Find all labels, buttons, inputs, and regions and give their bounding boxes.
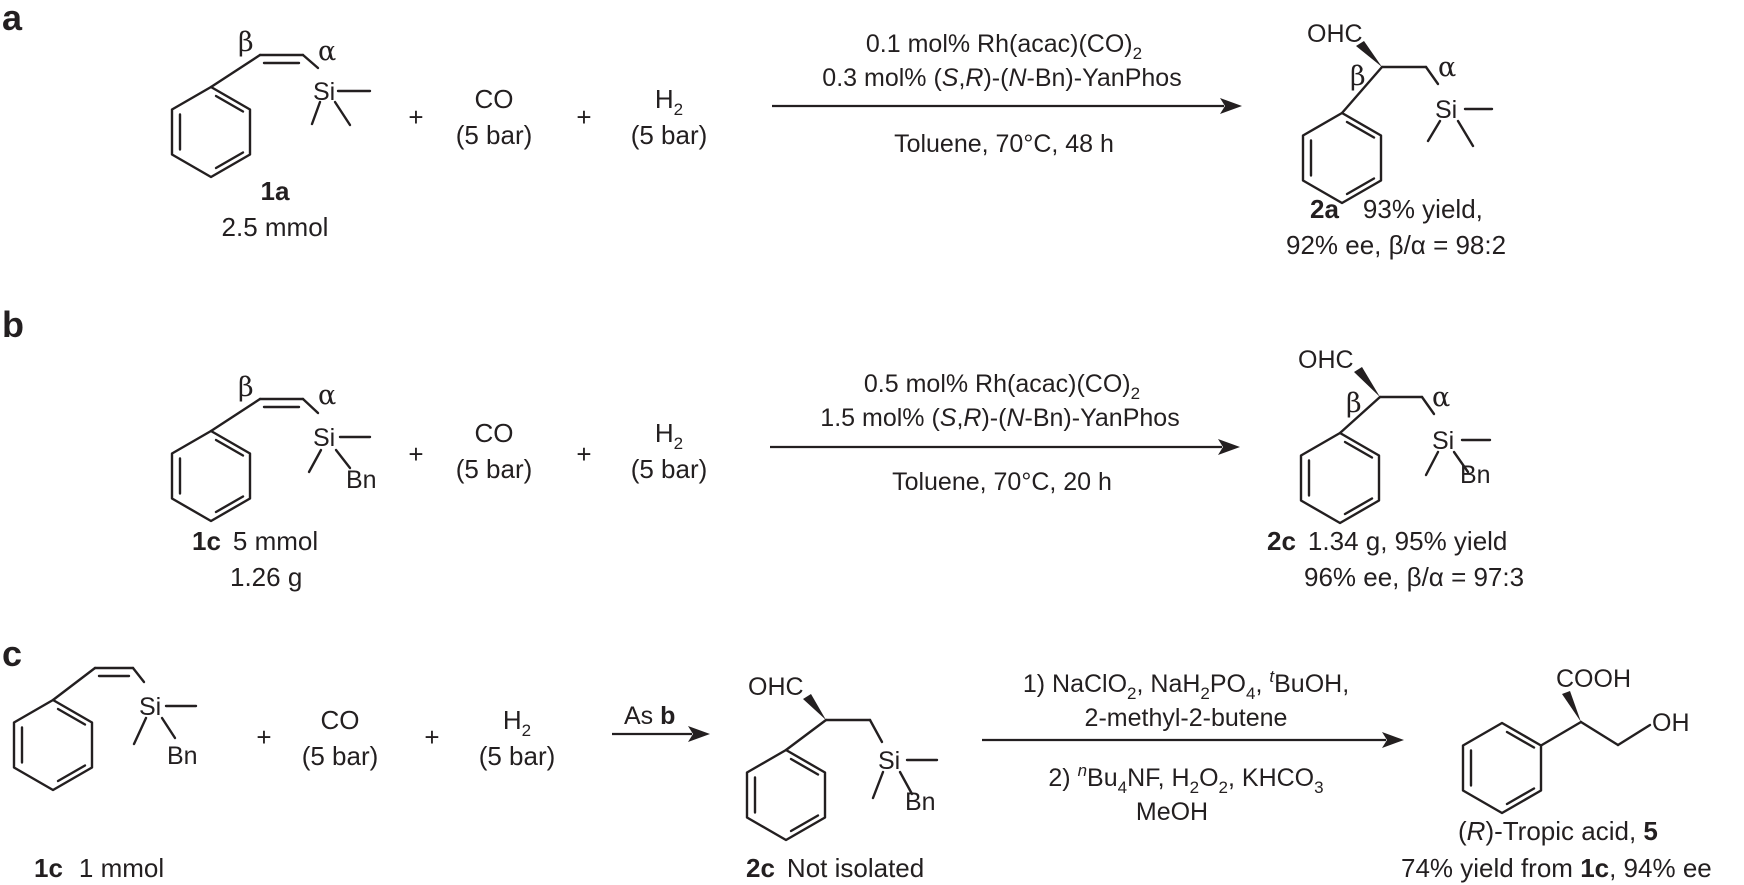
silicon-atom: Si [878,747,900,775]
benzene-ring [170,85,252,179]
co-label: CO [321,705,360,735]
aldehyde-2c-structure: OHC Si Bn [745,673,939,842]
alpha-label: α [1438,52,1456,83]
hydroxyl-group: OH [1652,709,1690,737]
aldehyde-2a-structure: OHC β α Si [1301,20,1494,205]
plus-sign: + [256,722,271,752]
formyl-group: OHC [1298,346,1354,374]
oxidation-additive: 2-methyl-2-butene [1085,704,1288,732]
panel-b-letter: b [2,304,24,345]
benzene-ring [170,429,252,523]
h2-label: H2 [655,84,683,119]
oxidation-conditions: 1) NaClO2, NaH2PO4, tBuOH, [1023,667,1349,703]
h2-pressure: (5 bar) [479,741,556,771]
silicon-atom: Si [313,424,335,452]
aldehyde-2c-structure: OHC β α Si Bn [1298,346,1492,525]
panel-a: a β α Si 1a 2.5 mmol + CO (5 bar) + H2 (… [2,0,1506,260]
sm-amount: 2.5 mmol [222,212,329,242]
reaction-arrow [770,439,1240,455]
formyl-group: OHC [748,673,804,701]
alpha-label: α [318,36,336,67]
plus-sign: + [576,102,591,132]
vinylsilane-1c-structure: Si Bn [12,666,198,792]
plus-sign: + [408,102,423,132]
benzyl-group: Bn [167,742,198,770]
catalyst-loading: 0.1 mol% Rh(acac)(CO)2 [866,30,1142,63]
formyl-group: OHC [1307,20,1363,48]
beta-label: β [1350,61,1366,92]
reaction-arrow [612,726,710,742]
beta-label: β [238,372,254,403]
product-2a-selectivity: 92% ee, β/α = 98:2 [1286,230,1506,260]
benzene-ring [745,748,827,842]
product-5-name: (R)-Tropic acid, 5 [1458,816,1658,846]
sm-mass: 1.26 g [230,562,302,592]
co-pressure: (5 bar) [302,741,379,771]
silicon-atom: Si [1435,96,1457,124]
reaction-arrow [772,98,1242,114]
silicon-atom: Si [1432,427,1454,455]
h2-pressure: (5 bar) [631,120,708,150]
benzene-ring [12,698,94,792]
co-pressure: (5 bar) [456,120,533,150]
benzene-ring [1299,431,1381,525]
panel-a-letter: a [2,0,23,38]
solvent-conditions: Toluene, 70°C, 20 h [892,468,1112,496]
benzyl-group: Bn [905,788,936,816]
panel-c-letter: c [2,633,22,674]
reaction-arrow [982,732,1404,748]
vinylsilane-1a-structure: β α Si [170,27,372,179]
tamao-fleming-conditions: 2) nBu4NF, H2O2, KHCO3 [1048,761,1323,797]
step-1-conditions: As b [624,702,675,730]
alpha-label: α [318,380,336,411]
benzyl-group: Bn [1460,461,1491,489]
ligand-loading: 0.3 mol% (S,R)-(N-Bn)-YanPhos [822,64,1181,92]
benzene-ring [1301,111,1383,205]
h2-label: H2 [655,418,683,453]
h2-label: H2 [503,705,531,740]
silicon-atom: Si [313,78,335,106]
compound-id-1a: 1a [261,176,290,206]
benzyl-group: Bn [346,466,377,494]
carboxyl-group: COOH [1556,665,1631,693]
beta-label: β [238,27,254,58]
h2-pressure: (5 bar) [631,454,708,484]
product-2c-selectivity: 96% ee, β/α = 97:3 [1304,562,1524,592]
plus-sign: + [424,722,439,752]
solvent-conditions: Toluene, 70°C, 48 h [894,130,1114,158]
co-label: CO [475,418,514,448]
co-pressure: (5 bar) [456,454,533,484]
plus-sign: + [576,439,591,469]
alpha-label: α [1432,382,1450,413]
tropic-acid-structure: COOH OH [1461,665,1690,815]
benzene-ring [1461,721,1543,815]
catalyst-loading: 0.5 mol% Rh(acac)(CO)2 [864,370,1140,403]
silicon-atom: Si [139,693,161,721]
vinylsilane-1c-structure: β α Si Bn [170,372,377,523]
product-5-yield: 74% yield from 1c, 94% ee [1401,853,1712,883]
ligand-loading: 1.5 mol% (S,R)-(N-Bn)-YanPhos [820,404,1179,432]
solvent-methanol: MeOH [1136,798,1208,826]
beta-label: β [1346,388,1362,419]
co-label: CO [475,84,514,114]
plus-sign: + [408,439,423,469]
